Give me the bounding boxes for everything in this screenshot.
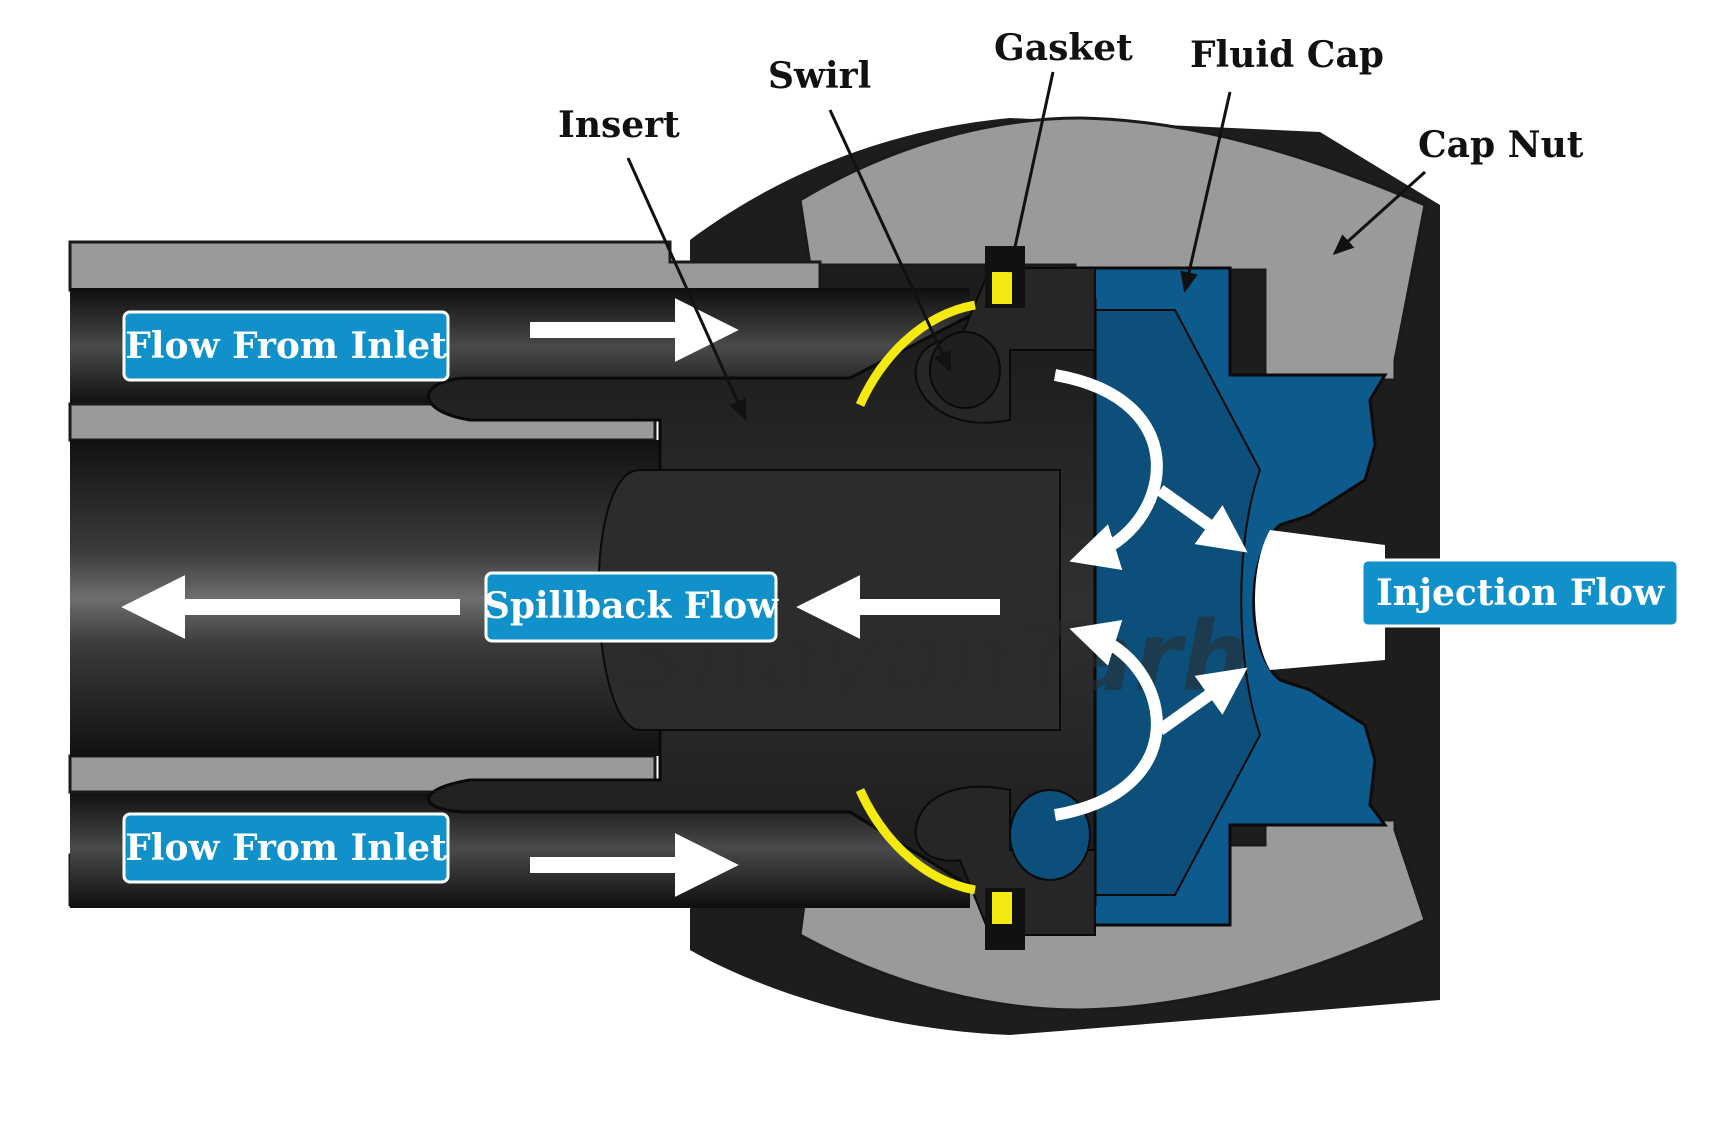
fluid-cap-label: Fluid Cap [1190, 34, 1384, 76]
swirl-leader [828, 109, 952, 373]
fluid-cap-leader [1180, 91, 1232, 293]
insert-label: Insert [558, 104, 680, 146]
swirl-port-lower [1009, 789, 1091, 881]
gasket-lower-fill [992, 892, 1012, 924]
cap-nut-label: Cap Nut [1418, 124, 1584, 166]
flow-from-inlet-bottom-text: Flow From Inlet [125, 827, 447, 869]
injection-flow-text: Injection Flow [1376, 572, 1665, 614]
cap-nut-leader [1332, 170, 1427, 256]
seal-arc-top [855, 300, 976, 407]
swirl-arrow-top-curve [1053, 369, 1163, 570]
spillback-flow-badge: Spillback Flow [484, 571, 779, 643]
seal-arc-bottom [855, 788, 976, 895]
swirl-arrow-top-out [1156, 485, 1248, 553]
swirl-element-lower [914, 785, 1096, 936]
injection-orifice [1255, 530, 1385, 670]
insert-leader [626, 157, 747, 421]
injection-flow-badge: Injection Flow [1360, 558, 1680, 628]
gasket-leader [1005, 71, 1055, 273]
gasket-fill [992, 272, 1012, 304]
swirl-port [929, 331, 1001, 409]
gasket-label: Gasket [994, 27, 1133, 69]
flow-from-inlet-top-text: Flow From Inlet [125, 325, 447, 367]
spillback-flow-text: Spillback Flow [484, 585, 779, 627]
swirl-label: Swirl [768, 55, 871, 97]
swirl-arrow-bottom-out [1156, 667, 1248, 735]
flow-from-inlet-badge-top: Flow From Inlet [122, 310, 450, 382]
flow-from-inlet-badge-bottom: Flow From Inlet [122, 812, 450, 884]
cap-nut [798, 116, 1427, 382]
